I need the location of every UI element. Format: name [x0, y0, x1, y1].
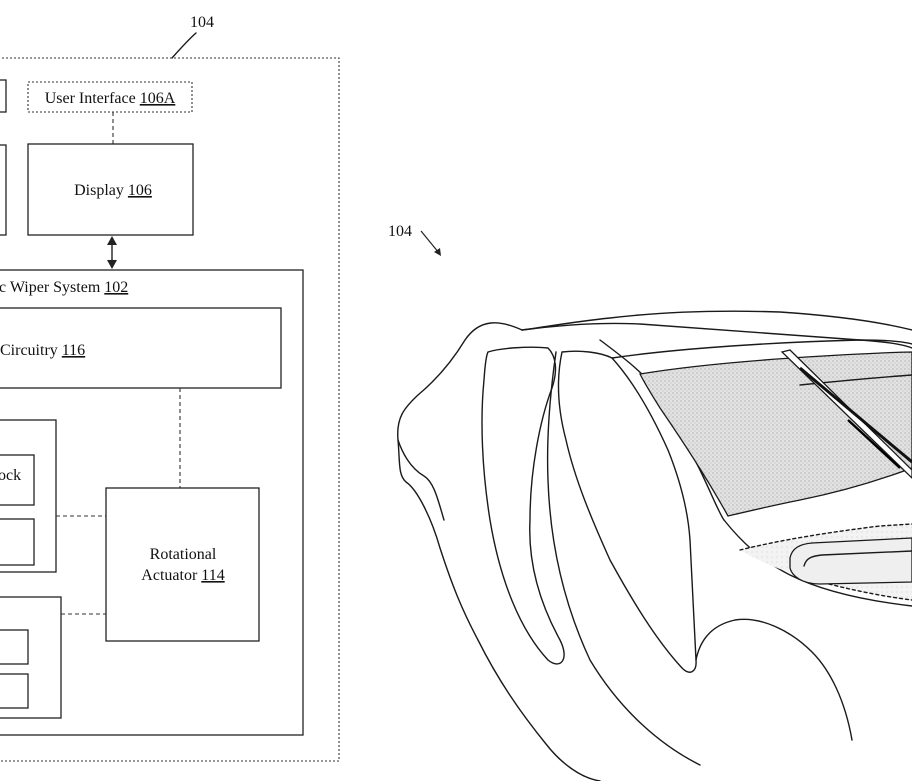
user-interface-box — [27, 81, 193, 113]
car-roof-line — [521, 322, 912, 349]
system-boundary — [0, 57, 340, 762]
car-rear-door — [481, 346, 565, 665]
sub-box-lower-2 — [0, 673, 29, 709]
windshield-center-line — [799, 374, 912, 386]
vehicle-ref-label: 104 — [388, 223, 412, 240]
display-box — [27, 143, 194, 236]
car-rear-bumper — [397, 439, 445, 521]
lock-fragment-label: ock — [0, 467, 21, 484]
rotational-actuator-box — [105, 487, 260, 642]
sub-box-lower-1 — [0, 629, 29, 665]
circuitry-label: Circuitry 116 — [0, 342, 85, 359]
car-door-seam — [546, 351, 701, 766]
vehicle-illustration: 104 — [388, 223, 912, 781]
car-fender — [723, 519, 912, 607]
windshield-frame — [611, 339, 912, 359]
wiper-system-label: c Wiper System 102 — [0, 279, 128, 296]
ref-label-104-top: 104 — [190, 14, 214, 31]
rotational-actuator-line1: Rotational — [150, 546, 217, 563]
wiper-housing-inner — [803, 550, 912, 567]
wiper-housing — [789, 537, 912, 585]
partial-box-top-left — [0, 79, 7, 113]
vehicle-ref-arrow — [420, 230, 441, 256]
display-wiper-arrow — [107, 236, 117, 269]
user-interface-label: User Interface 106A — [45, 90, 176, 107]
block-diagram: 104 User Interface 106A Display 106 c Wi… — [0, 14, 340, 762]
wiper-blade — [780, 349, 912, 479]
display-label: Display 106 — [74, 182, 152, 199]
hood-dashed-edge — [739, 523, 912, 551]
car-front-wheel-arch — [695, 618, 853, 741]
car-body-outline — [397, 310, 912, 781]
rotational-actuator-line2: Actuator 114 — [141, 567, 224, 584]
lock-box — [0, 454, 35, 506]
windshield-glass — [639, 351, 912, 517]
leader-line-104-top — [171, 32, 197, 59]
sub-box-upper-2 — [0, 518, 35, 566]
partial-box-mid-left — [0, 144, 7, 236]
circuitry-box — [0, 307, 282, 389]
